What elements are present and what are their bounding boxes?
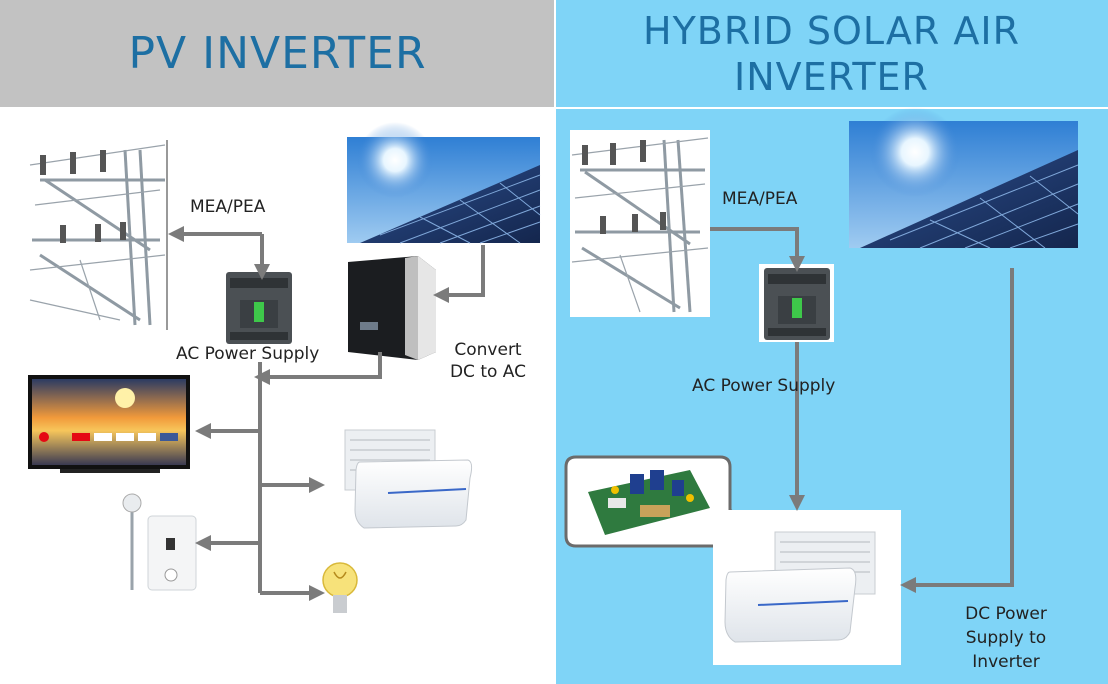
dc-power-label: DC Power Supply to Inverter [950, 602, 1062, 674]
inverter-icon [348, 256, 436, 360]
dc-power-label-line-3: Inverter [972, 652, 1040, 672]
circuit-breaker-icon [226, 272, 292, 344]
convert-label-line-2: DC to AC [449, 362, 527, 382]
ac-power-supply-label: AC Power Supply [176, 344, 320, 364]
convert-label: Convert DC to AC [440, 339, 536, 383]
power-pole-icon [27, 140, 168, 330]
circuit-board-icon [588, 470, 710, 535]
hybrid-title-line-1: HYBRID SOLAR AIR [643, 8, 1020, 53]
arrow-grid-to-breaker-right [710, 227, 805, 272]
grid-label-right: MEA/PEA [722, 189, 798, 209]
circuit-breaker-icon-right [759, 264, 834, 342]
arrow-solar-dc-to-inverter [900, 268, 1014, 593]
television-icon [28, 375, 190, 473]
dc-power-label-line-2: Supply to [965, 628, 1047, 648]
solar-panel-icon-right [849, 107, 1079, 249]
header-divider [555, 107, 1108, 109]
right-flow-arrows [710, 227, 1014, 593]
air-conditioner-icon-right [713, 510, 901, 665]
grid-label: MEA/PEA [190, 197, 266, 217]
arrow-inverter-to-bus [254, 352, 382, 385]
convert-label-line-1: Convert [454, 340, 522, 360]
dc-power-label-line-1: DC Power [965, 604, 1047, 624]
light-bulb-icon [322, 562, 358, 613]
solar-panel-icon [347, 122, 541, 244]
hybrid-title-line-2: INVERTER [734, 54, 929, 99]
hybrid-inverter-title: HYBRID SOLAR AIR INVERTER [555, 0, 1108, 107]
panel-divider [554, 0, 556, 684]
power-pole-icon-right [570, 130, 710, 317]
inverter-board-callout [564, 455, 759, 548]
pv-inverter-title-text: PV INVERTER [128, 27, 427, 79]
pv-inverter-title: PV INVERTER [0, 0, 555, 107]
arrow-solar-to-inverter [433, 245, 485, 303]
air-conditioner-icon [344, 429, 473, 529]
ac-power-supply-label-right: AC Power Supply [692, 376, 836, 396]
left-flow-arrows [168, 226, 485, 601]
water-heater-icon [122, 493, 197, 591]
